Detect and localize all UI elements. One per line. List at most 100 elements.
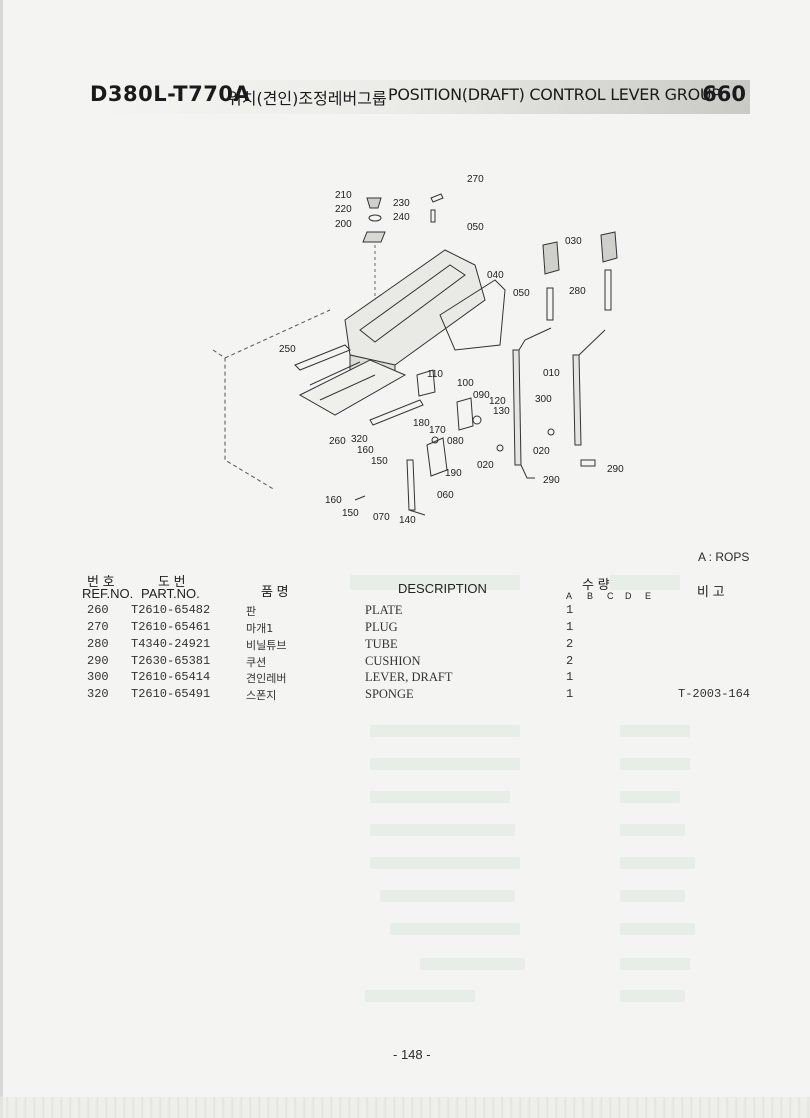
cell-description: TUBE bbox=[365, 637, 398, 651]
callout-150-bottom: 150 bbox=[342, 508, 359, 519]
group-number: 660 bbox=[702, 82, 746, 106]
cell-name-korean: 스폰지 bbox=[246, 689, 277, 702]
cell-description: LEVER, DRAFT bbox=[365, 670, 453, 684]
callout-110: 110 bbox=[427, 369, 443, 380]
cell-part-no: T4340-24921 bbox=[131, 637, 211, 651]
cell-part-no: T2610-65491 bbox=[131, 687, 211, 701]
cell-qty: 1 bbox=[566, 603, 574, 617]
cell-remark: T-2003-164 bbox=[678, 687, 751, 701]
ghost-row bbox=[620, 923, 695, 935]
ghost-row bbox=[620, 824, 685, 836]
cell-qty: 1 bbox=[566, 670, 574, 684]
cell-name-korean: 견인레버 bbox=[246, 672, 287, 685]
callout-080: 080 bbox=[447, 436, 464, 447]
cell-part-no: T2610-65461 bbox=[131, 620, 211, 634]
table-row: 300 T2610-65414 견인레버 LEVER, DRAFT 1 bbox=[0, 670, 810, 687]
ghost-row bbox=[370, 857, 520, 869]
header-qty-a: A bbox=[566, 591, 573, 601]
cell-ref: 320 bbox=[87, 687, 109, 701]
callout-280: 280 bbox=[569, 286, 586, 297]
ghost-row bbox=[620, 791, 680, 803]
header-qty-d: D bbox=[625, 591, 632, 601]
callout-010: 010 bbox=[543, 368, 560, 379]
page-title-bar: D380L-T770A 위치(견인)조정레버그룹 POSITION(DRAFT)… bbox=[84, 80, 750, 114]
callout-150-top: 150 bbox=[371, 456, 388, 467]
header-qty-e: E bbox=[645, 591, 652, 601]
header-ref-english: REF.NO. bbox=[82, 586, 134, 601]
rops-note: A : ROPS bbox=[698, 550, 750, 564]
callout-020-left: 020 bbox=[477, 460, 494, 471]
ghost-row bbox=[620, 890, 685, 902]
ghost-row bbox=[610, 575, 680, 590]
callout-320: 320 bbox=[351, 434, 368, 445]
table-row: 280 T4340-24921 비닐튜브 TUBE 2 bbox=[0, 637, 810, 654]
cell-description: CUSHION bbox=[365, 654, 421, 668]
callout-070: 070 bbox=[373, 512, 390, 523]
ghost-row bbox=[620, 958, 690, 970]
header-name-korean: 품 명 bbox=[261, 584, 289, 599]
cell-name-korean: 판 bbox=[246, 605, 257, 618]
callout-250: 250 bbox=[279, 344, 296, 355]
ghost-row bbox=[620, 857, 695, 869]
table-row: 320 T2610-65491 스폰지 SPONGE 1 T-2003-164 bbox=[0, 687, 810, 704]
callout-050-top: 050 bbox=[467, 222, 484, 233]
callout-020-right: 020 bbox=[533, 446, 550, 457]
cell-qty: 1 bbox=[566, 620, 574, 634]
header-qty-b: B bbox=[587, 591, 594, 601]
callout-300: 300 bbox=[535, 394, 552, 405]
exploded-parts-diagram: 270 210 230 220 240 200 050 030 040 050 … bbox=[195, 170, 635, 530]
callout-040: 040 bbox=[487, 270, 504, 281]
callout-140: 140 bbox=[399, 515, 416, 526]
cell-description: PLATE bbox=[365, 603, 403, 617]
model-title: D380L-T770A bbox=[90, 82, 251, 106]
cell-ref: 270 bbox=[87, 620, 109, 634]
cell-qty: 2 bbox=[566, 654, 574, 668]
callout-090: 090 bbox=[473, 390, 490, 401]
scan-border-strip bbox=[0, 1097, 810, 1118]
callout-210: 210 bbox=[335, 190, 352, 201]
cell-part-no: T2610-65482 bbox=[131, 603, 211, 617]
page-edge bbox=[0, 0, 3, 1118]
table-row: 290 T2630-65381 쿠션 CUSHION 2 bbox=[0, 654, 810, 671]
callout-060: 060 bbox=[437, 490, 454, 501]
cell-part-no: T2630-65381 bbox=[131, 654, 211, 668]
cell-description: PLUG bbox=[365, 620, 398, 634]
diagram-callouts: 270 210 230 220 240 200 050 030 040 050 … bbox=[279, 174, 624, 526]
callout-180: 180 bbox=[413, 418, 430, 429]
ghost-row bbox=[620, 990, 685, 1002]
callout-260: 260 bbox=[329, 436, 346, 447]
callout-170: 170 bbox=[429, 425, 446, 436]
ghost-row bbox=[390, 923, 520, 935]
ghost-row bbox=[620, 758, 690, 770]
page-number: - 148 - bbox=[393, 1047, 431, 1062]
ghost-row bbox=[380, 890, 515, 902]
cell-description: SPONGE bbox=[365, 687, 414, 701]
header-part-english: PART.NO. bbox=[141, 586, 200, 601]
callout-190: 190 bbox=[445, 468, 462, 479]
callout-290-right: 290 bbox=[607, 464, 624, 475]
callout-160-bottom: 160 bbox=[325, 495, 342, 506]
table-row: 260 T2610-65482 판 PLATE 1 bbox=[0, 603, 810, 620]
ghost-row bbox=[365, 990, 475, 1002]
ghost-row bbox=[620, 725, 690, 737]
callout-030: 030 bbox=[565, 236, 582, 247]
header-qty-korean: 수 량 bbox=[582, 577, 610, 592]
cell-ref: 290 bbox=[87, 654, 109, 668]
ghost-row bbox=[370, 824, 515, 836]
callout-230: 230 bbox=[393, 198, 410, 209]
callout-120: 120 bbox=[489, 396, 506, 407]
callout-050-mid: 050 bbox=[513, 288, 530, 299]
callout-220: 220 bbox=[335, 204, 352, 215]
callout-130: 130 bbox=[493, 406, 510, 417]
cell-ref: 280 bbox=[87, 637, 109, 651]
cell-ref: 300 bbox=[87, 670, 109, 684]
callout-200: 200 bbox=[335, 219, 352, 230]
parts-drawing: 270 210 230 220 240 200 050 030 040 050 … bbox=[212, 174, 624, 526]
ghost-row bbox=[370, 791, 510, 803]
ghost-row bbox=[370, 725, 520, 737]
header-ref-korean: 번 호 bbox=[87, 574, 115, 589]
header-remark-korean: 비 고 bbox=[697, 584, 725, 599]
group-title-korean: 위치(견인)조정레버그룹 bbox=[227, 89, 387, 108]
callout-160-top: 160 bbox=[357, 445, 374, 456]
cell-name-korean: 비닐튜브 bbox=[246, 639, 287, 652]
